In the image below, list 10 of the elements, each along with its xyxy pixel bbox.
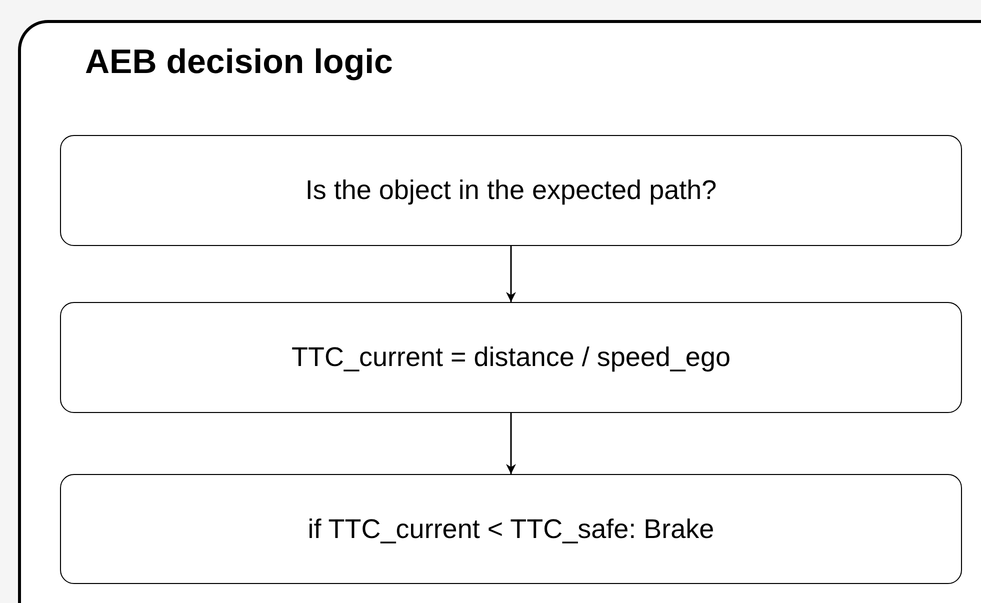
step-text: if TTC_current < TTC_safe: Brake bbox=[308, 514, 714, 544]
arrow bbox=[506, 413, 516, 474]
step-text: TTC_current = distance / speed_ego bbox=[291, 342, 730, 373]
process-box bbox=[60, 135, 962, 246]
process-box bbox=[60, 474, 962, 584]
step-text: Is the object in the expected path? bbox=[305, 175, 717, 206]
panel-heading: AEB decision logic bbox=[85, 43, 393, 82]
arrow bbox=[506, 246, 516, 302]
container-panel bbox=[18, 20, 981, 603]
process-box bbox=[60, 302, 962, 413]
